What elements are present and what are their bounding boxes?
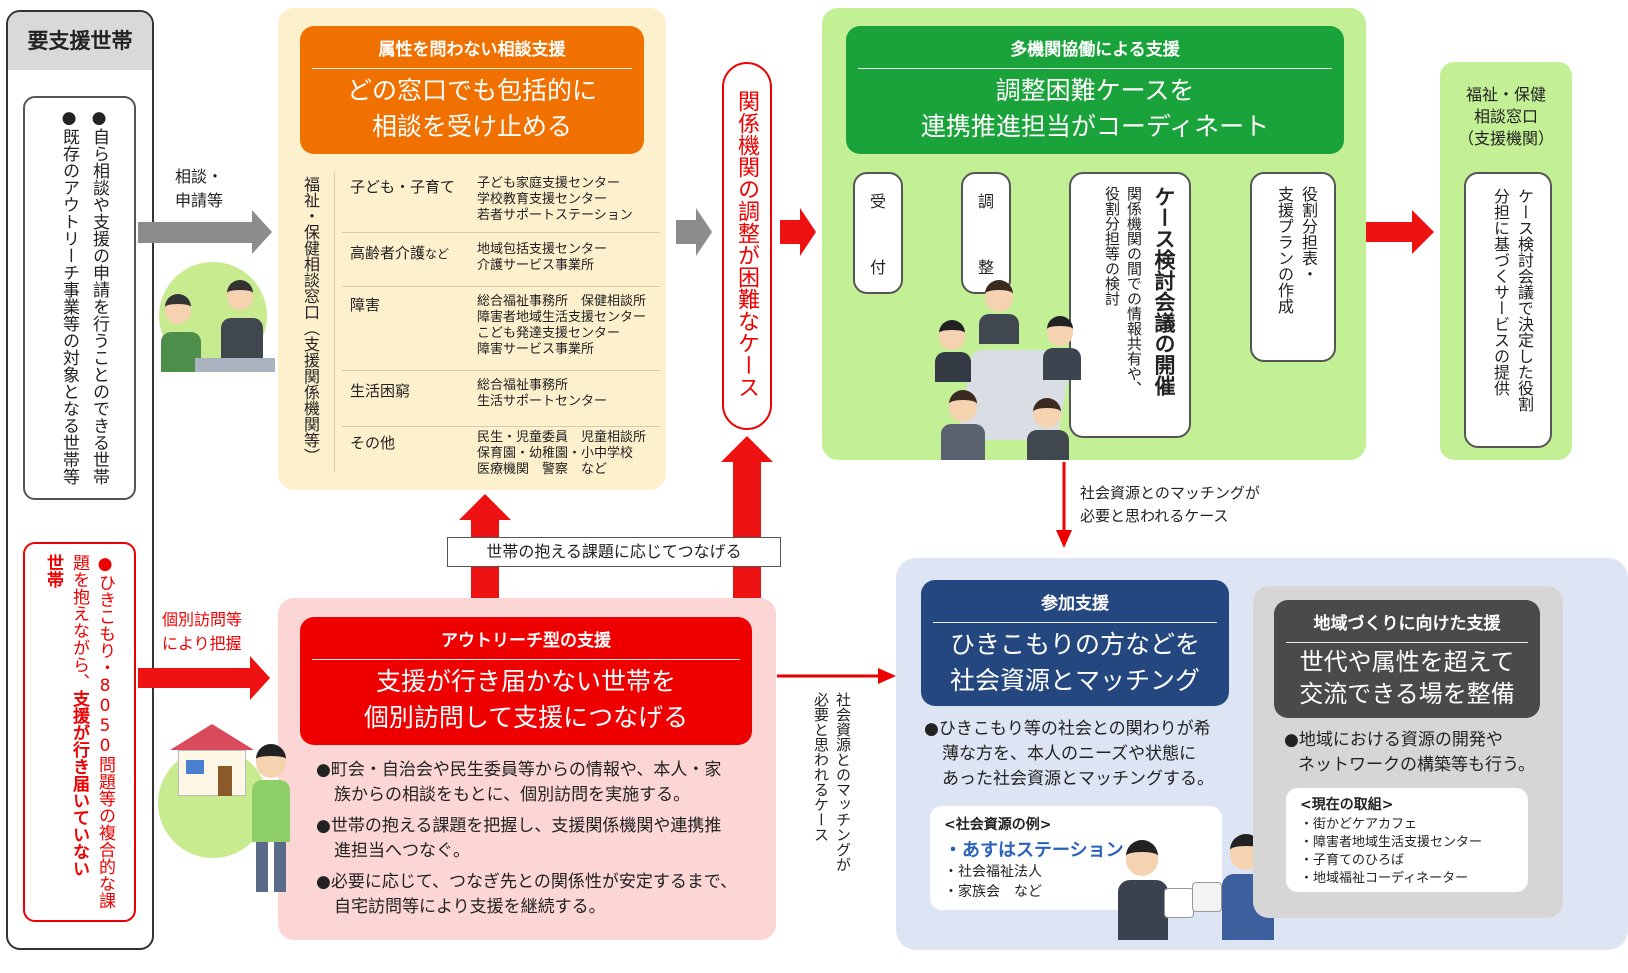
category-row: 子ども・子育て 子ども家庭支援センター 学校教育支援センター 若者サポートステー… xyxy=(342,168,660,233)
red-arrow-multi xyxy=(780,208,816,256)
consult-vertical-label: 福祉・保健相談窓口（支援関係機関等） xyxy=(301,176,320,464)
multi-agency-header-main: 調整困難ケースを連携推進担当がコーディネート xyxy=(920,76,1270,141)
gray-arrow-consult xyxy=(138,210,272,254)
outreach-bullet: ●町会・自治会や民生委員等からの情報や、本人・家族からの相談をもとに、個別訪問を… xyxy=(316,760,722,805)
self-apply-line1: ●自ら相談や支援の申請を行うことのできる世帯 xyxy=(89,108,109,485)
support-plan-box: 役割分担表・支援プランの作成 xyxy=(1250,172,1336,362)
self-apply-line2: ●既存のアウトリーチ事業等の対象となる世帯等 xyxy=(59,108,79,485)
service-title: 福祉・保健相談窓口（支援機関） xyxy=(1457,85,1554,148)
unreached-line3: 世帯 xyxy=(43,554,63,588)
current-initiatives-title: <現在の取組> xyxy=(1300,797,1394,813)
consult-arrow-label: 相談・申請等 xyxy=(175,167,224,210)
outreach-header: アウトリーチ型の支援 支援が行き届かない世帯を個別訪問して支援につなげる xyxy=(300,617,752,745)
community-header: 地域づくりに向けた支援 世代や属性を超えて交流できる場を整備 xyxy=(1274,600,1540,718)
category-row: 生活困窮 総合福祉事務所 生活サポートセンター xyxy=(342,370,660,427)
category-name: 生活困窮 xyxy=(350,382,411,400)
outreach-bullet: ●世帯の抱える課題を把握し、支援関係機関や連携推進担当へつなぐ。 xyxy=(316,816,722,861)
case-meeting-box: ケース検討会議の開催 関係機関の間での情報共有や、役割分担等の検討 xyxy=(1069,172,1191,438)
difficult-case-text: 関係機関の調整が困難なケース xyxy=(734,90,759,398)
participation-desc: ●ひきこもり等の社会との関わりが希 薄な方を、本人のニーズや状態に あった社会資… xyxy=(924,719,1214,789)
participation-header: 参加支援 ひきこもりの方などを社会資源とマッチング xyxy=(921,580,1229,706)
resource-example-highlight: ・あすはステーション xyxy=(944,840,1124,861)
left-column-title: 要支援世帯 xyxy=(8,12,152,70)
category-name: その他 xyxy=(350,434,396,452)
category-row: 高齢者介護など 地域包括支援センター 介護サービス事業所 xyxy=(342,232,660,287)
case-meeting-desc: 関係機関の間での情報共有や、役割分担等の検討 xyxy=(1103,186,1143,396)
category-row: その他 民生・児童委員 児童相談所 保育園・幼稚園・小中学校 医療機関 警察 な… xyxy=(350,430,647,477)
resource-examples-box: <社会資源の例> ・あすはステーション ・社会福祉法人 ・家族会 など xyxy=(930,806,1222,910)
consult-header-title: 属性を問わない相談支援 xyxy=(378,40,566,60)
category-name: 子ども・子育て xyxy=(350,178,456,196)
multi-agency-header: 多機関協働による支援 調整困難ケースを連携推進担当がコーディネート xyxy=(846,26,1344,154)
consult-divider xyxy=(334,172,335,472)
current-initiative: ・街かどケアカフェ xyxy=(1300,817,1418,832)
participation-header-title: 参加支援 xyxy=(1041,594,1109,614)
connect-label: 世帯の抱える課題に応じてつなげる xyxy=(447,537,781,567)
category-row: 障害 総合福祉事務所 保健相談所 障害者地域生活支援センター こども発達支援セン… xyxy=(342,286,660,371)
unreached-line2-bold: 支援が行き届いていない xyxy=(69,690,89,877)
outreach-header-title: アウトリーチ型の支援 xyxy=(441,631,611,651)
resource-example: ・社会福祉法人 xyxy=(944,864,1042,880)
consult-header: 属性を問わない相談支援 どの窓口でも包括的に相談を受け止める xyxy=(300,26,644,154)
service-desc-box: ケース検討会議で決定した役割分担に基づくサービスの提供 xyxy=(1464,172,1552,448)
gray-arrow-difficult xyxy=(676,208,712,256)
unreached-box: ●ひきこもり・8050問題等の複合的な課 題を抱えながら、支援が行き届いていない… xyxy=(23,542,136,922)
outreach-bullet: ●必要に応じて、つなぎ先との関係性が安定するまで、自宅訪問等により支援を継続する… xyxy=(316,872,738,917)
consultation-illustration xyxy=(155,262,275,380)
difficult-case-pill: 関係機関の調整が困難なケース xyxy=(722,62,772,430)
self-apply-box: ●自ら相談や支援の申請を行うことのできる世帯 ●既存のアウトリーチ事業等の対象と… xyxy=(23,96,136,500)
outreach-header-main: 支援が行き届かない世帯を個別訪問して支援につなげる xyxy=(363,667,689,732)
step-receive: 受 付 xyxy=(853,172,903,294)
current-initiative: ・子育てのひろば xyxy=(1300,853,1405,868)
community-desc: ●地域における資源の開発や ネットワークの構築等も行う。 xyxy=(1284,730,1535,775)
meeting-illustration xyxy=(935,280,1085,460)
community-header-title: 地域づくりに向けた支援 xyxy=(1313,614,1501,634)
matching-down-label: 社会資源とのマッチングが必要と思われるケース xyxy=(1080,484,1260,525)
red-arrow-up-difficult xyxy=(721,436,773,598)
resource-examples-title: <社会資源の例> xyxy=(944,817,1052,833)
visit-arrow-label: 個別訪問等により把握 xyxy=(162,610,243,653)
matching-right-label: 社会資源とのマッチングが必要と思われるケース xyxy=(812,692,852,872)
service-desc: ケース検討会議で決定した役割分担に基づくサービスの提供 xyxy=(1491,188,1534,412)
category-name: 高齢者介護 xyxy=(350,244,426,262)
unreached-line2-pre: 題を抱えながら、 xyxy=(69,554,89,690)
red-arrow-service xyxy=(1340,210,1434,254)
red-arrow-outreach xyxy=(138,656,270,700)
community-header-main: 世代や属性を超えて交流できる場を整備 xyxy=(1299,648,1515,708)
current-initiative: ・地域福祉コーディネーター xyxy=(1300,871,1469,886)
red-arrow-down-matching xyxy=(1056,530,1072,548)
red-arrow-right-matching xyxy=(878,668,896,684)
outreach-bullets: ●町会・自治会や民生委員等からの情報や、本人・家族からの相談をもとに、個別訪問を… xyxy=(316,758,766,920)
support-plan-text: 役割分担表・支援プランの作成 xyxy=(1275,186,1318,314)
multi-agency-header-title: 多機関協働による支援 xyxy=(1010,40,1180,60)
case-meeting-title: ケース検討会議の開催 xyxy=(1152,186,1176,396)
participation-header-main: ひきこもりの方などを社会資源とマッチング xyxy=(949,630,1200,695)
resource-example: ・家族会 など xyxy=(944,884,1042,900)
category-name: 障害 xyxy=(350,296,381,314)
current-initiative: ・障害者地域生活支援センター xyxy=(1300,835,1483,850)
consult-header-main: どの窓口でも包括的に相談を受け止める xyxy=(346,76,597,141)
unreached-line1: ●ひきこもり・8050問題等の複合的な課 xyxy=(95,554,115,909)
house-visit-illustration xyxy=(158,718,298,908)
step-adjust: 調 整 xyxy=(961,172,1011,294)
current-initiatives-box: <現在の取組> ・街かどケアカフェ ・障害者地域生活支援センター ・子育てのひろ… xyxy=(1286,788,1528,892)
